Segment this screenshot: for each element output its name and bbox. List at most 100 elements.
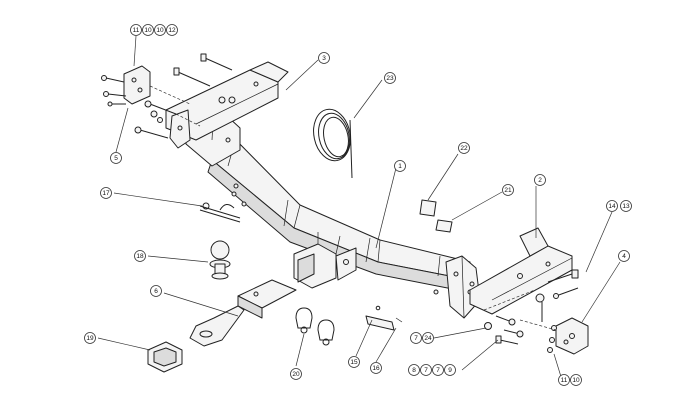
left-fasteners xyxy=(101,53,247,207)
main-cross-beam xyxy=(185,103,481,319)
callout-circle xyxy=(422,332,434,344)
callout-21: 21 xyxy=(502,184,514,196)
d-shackles xyxy=(295,307,335,346)
callout-7: 7 xyxy=(432,364,444,376)
callout-number: 11 xyxy=(133,27,140,34)
callout-number: 15 xyxy=(350,359,358,366)
callout-6: 6 xyxy=(150,285,162,297)
callout-number: 8 xyxy=(412,367,416,374)
callout-18: 18 xyxy=(134,250,146,262)
callout-circle xyxy=(166,24,178,36)
left-side-bracket xyxy=(165,61,289,149)
callout-circle xyxy=(290,368,302,380)
callout-number: 12 xyxy=(168,27,176,34)
callout-circle xyxy=(432,364,444,376)
callout-circle xyxy=(348,356,360,368)
callout-circle xyxy=(606,200,618,212)
callout-12: 12 xyxy=(166,24,178,36)
callout-number: 1 xyxy=(398,163,402,170)
callout-15: 15 xyxy=(348,356,360,368)
callout-number: 10 xyxy=(156,27,164,34)
callout-17: 17 xyxy=(100,187,112,199)
callout-number: 16 xyxy=(372,365,380,372)
callout-circle xyxy=(410,332,422,344)
callout-circle xyxy=(110,152,122,164)
callout-22: 22 xyxy=(458,142,470,154)
callout-10: 10 xyxy=(570,374,582,386)
callout-24: 24 xyxy=(422,332,434,344)
tow-ball xyxy=(209,240,231,280)
callout-number: 24 xyxy=(424,335,432,342)
callout-13: 13 xyxy=(620,200,632,212)
callout-9: 9 xyxy=(444,364,456,376)
callout-16: 16 xyxy=(370,362,382,374)
callout-circle xyxy=(130,24,142,36)
callout-circle xyxy=(394,160,406,172)
callout-circle xyxy=(100,187,112,199)
callout-number: 7 xyxy=(424,367,428,374)
callout-7: 7 xyxy=(410,332,422,344)
callout-number: 4 xyxy=(622,253,626,260)
leader-lines xyxy=(97,35,621,381)
callout-19: 19 xyxy=(84,332,96,344)
callout-number: 18 xyxy=(136,253,144,260)
callout-2: 2 xyxy=(534,174,546,186)
callout-number: 20 xyxy=(292,371,300,378)
callout-11: 11 xyxy=(130,24,142,36)
callout-circle xyxy=(458,142,470,154)
callout-7: 7 xyxy=(420,364,432,376)
callout-number: 13 xyxy=(622,203,630,210)
callout-23: 23 xyxy=(384,72,396,84)
callout-circle xyxy=(384,72,396,84)
callout-circle xyxy=(84,332,96,344)
hitch-pin xyxy=(199,202,241,223)
callout-10: 10 xyxy=(154,24,166,36)
right-side-bracket xyxy=(469,227,573,315)
callout-number: 14 xyxy=(608,203,616,210)
callout-number: 19 xyxy=(86,335,94,342)
callout-number: 5 xyxy=(114,155,118,162)
callout-number: 22 xyxy=(460,145,468,152)
wiring-harness-coil xyxy=(313,108,353,179)
callout-number: 2 xyxy=(538,177,542,184)
hitch-cover xyxy=(147,341,183,373)
callout-circle xyxy=(570,374,582,386)
callout-number: 9 xyxy=(448,367,452,374)
callout-circle xyxy=(408,364,420,376)
right-fasteners xyxy=(433,269,579,353)
lower-right-bracket xyxy=(555,317,589,355)
number-plate-bracket xyxy=(365,305,403,331)
callout-4: 4 xyxy=(618,250,630,262)
callout-circle xyxy=(150,285,162,297)
callout-1: 1 xyxy=(394,160,406,172)
callout-number: 10 xyxy=(144,27,152,34)
callout-circle xyxy=(620,200,632,212)
callout-number: 23 xyxy=(386,75,394,82)
callout-5: 5 xyxy=(110,152,122,164)
callout-number: 10 xyxy=(572,377,580,384)
callout-circle xyxy=(154,24,166,36)
callout-number: 17 xyxy=(102,190,110,197)
callout-number: 7 xyxy=(436,367,440,374)
callout-circle xyxy=(142,24,154,36)
callout-3: 3 xyxy=(318,52,330,64)
callout-number: 11 xyxy=(561,377,568,384)
callout-number: 21 xyxy=(504,187,512,194)
callout-11: 11 xyxy=(558,374,570,386)
callout-circle xyxy=(444,364,456,376)
callout-circle xyxy=(420,364,432,376)
ball-mount xyxy=(189,279,297,347)
sticker-labels xyxy=(419,199,453,233)
callout-circle xyxy=(318,52,330,64)
callout-circle xyxy=(134,250,146,262)
callout-circle xyxy=(502,184,514,196)
callout-number: 3 xyxy=(322,55,326,62)
callout-circle xyxy=(558,374,570,386)
callout-circle xyxy=(618,250,630,262)
callout-10: 10 xyxy=(142,24,154,36)
callout-circle xyxy=(534,174,546,186)
callout-number: 6 xyxy=(154,288,158,295)
callout-circle xyxy=(370,362,382,374)
